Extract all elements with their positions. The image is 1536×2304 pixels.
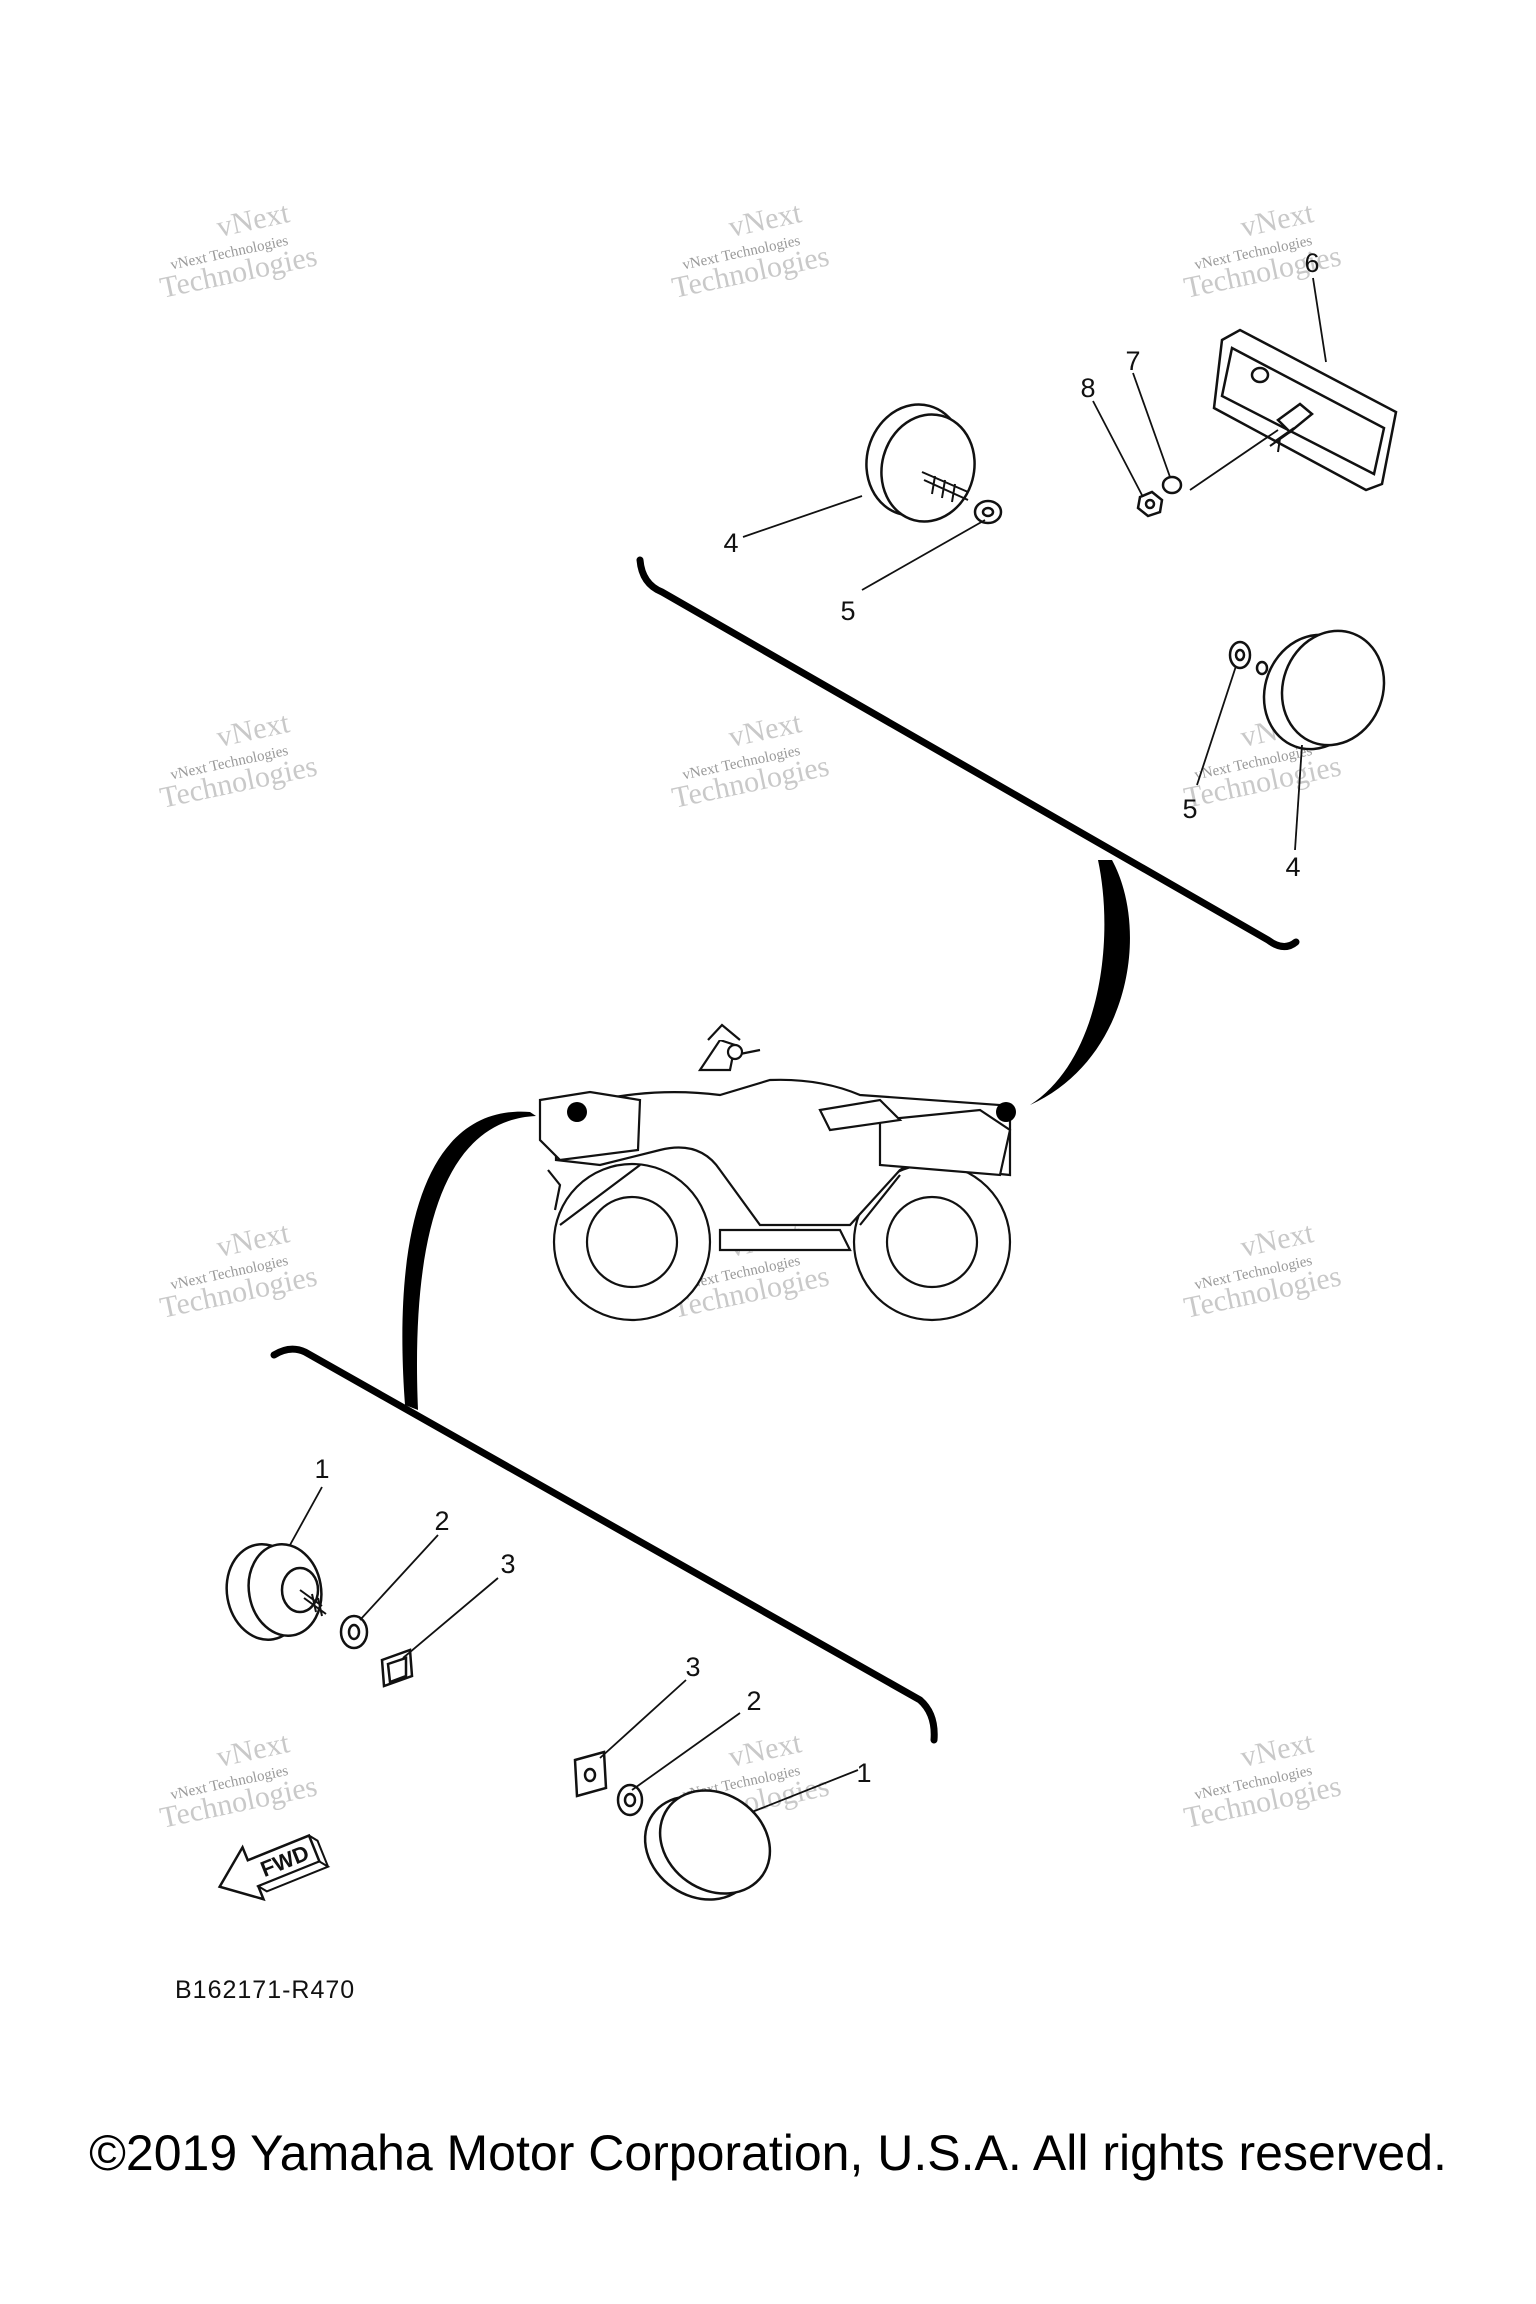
atv-illustration	[538, 1023, 1012, 1322]
front-connector-curve	[402, 1111, 536, 1410]
reflector-4-upper	[865, 403, 976, 523]
front-group-bracket	[270, 1345, 938, 1744]
callout-1-left: 1	[314, 1454, 329, 1484]
callout-4-lower: 4	[1285, 852, 1300, 882]
forward-arrow-icon: FWD	[217, 1833, 331, 1902]
license-light-6	[1212, 328, 1398, 492]
copyright-notice: ©2019 Yamaha Motor Corporation, U.S.A. A…	[89, 2125, 1447, 2181]
lock-washer-7	[1161, 475, 1183, 495]
washer-5-upper	[973, 499, 1003, 525]
nut-8	[1136, 490, 1164, 518]
callout-2-left: 2	[434, 1506, 449, 1536]
washer-2-right	[616, 1783, 644, 1817]
leader-lines	[289, 277, 1327, 1813]
callout-1-right: 1	[856, 1758, 871, 1788]
callout-6: 6	[1304, 248, 1319, 278]
callout-5-upper: 5	[840, 596, 855, 626]
clip-nut-3-right	[573, 1750, 608, 1798]
diagram-code: B162171-R470	[175, 1976, 355, 2004]
callout-2-right: 2	[746, 1686, 761, 1716]
callout-4-upper: 4	[723, 528, 738, 558]
callout-labels: 1 2 3 3 2 1 4 5 8 7 6 5 4	[314, 248, 1319, 1788]
front-reflector-marker	[567, 1102, 587, 1122]
rear-group-bracket	[636, 556, 1300, 950]
rear-reflector-marker	[996, 1102, 1016, 1122]
callout-8: 8	[1080, 373, 1095, 403]
washer-2-left	[339, 1614, 369, 1650]
clip-nut-3-left	[380, 1648, 414, 1688]
callout-3-right: 3	[685, 1652, 700, 1682]
reflector-4-lower	[1255, 629, 1386, 751]
rear-connector-curve	[1030, 860, 1130, 1105]
callout-5-lower: 5	[1182, 794, 1197, 824]
washer-5-lower	[1228, 640, 1252, 670]
callout-7: 7	[1125, 346, 1140, 376]
reflector-1-left	[225, 1543, 327, 1641]
reflector-1-right	[643, 1789, 772, 1901]
callout-3-left: 3	[500, 1549, 515, 1579]
